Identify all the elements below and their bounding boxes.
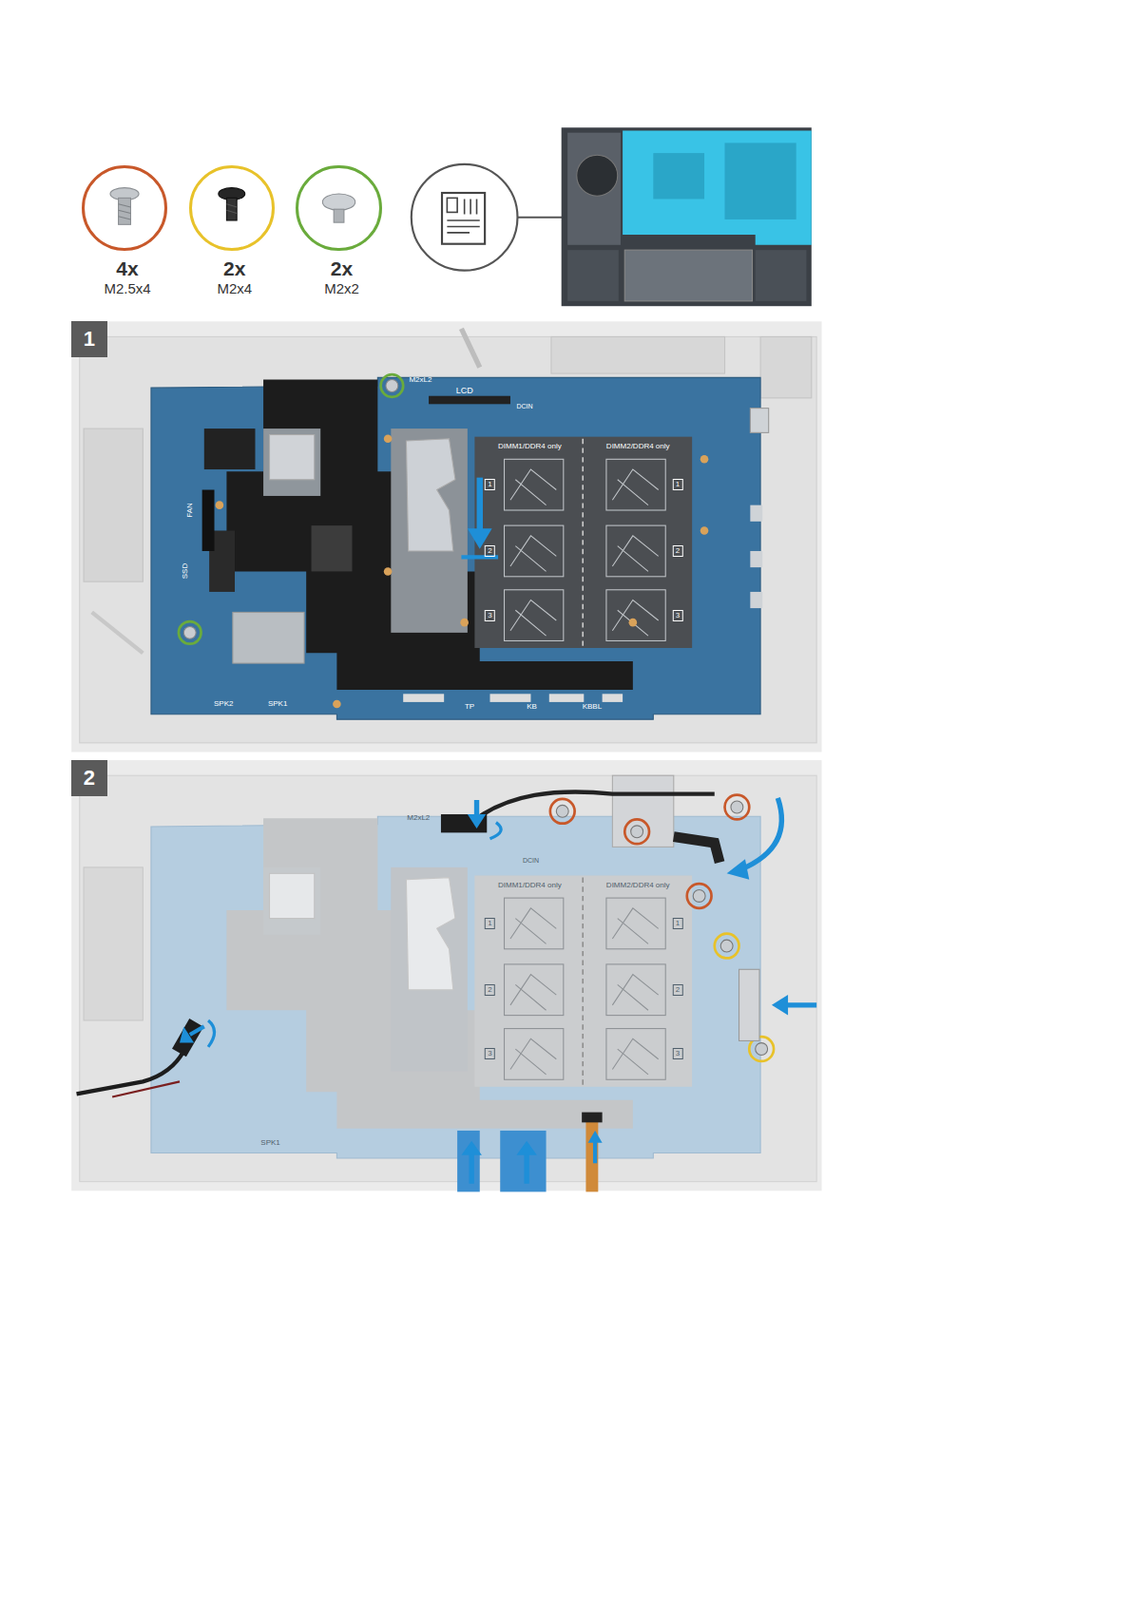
slot-number: 3 <box>672 1048 683 1060</box>
step-number-text: 1 <box>83 326 96 352</box>
silkscreen-label: SPK2 <box>213 700 233 709</box>
screw-count: 2x <box>153 257 316 281</box>
silkscreen-label: SSD <box>181 563 190 579</box>
silkscreen-label: LCD <box>456 386 474 396</box>
silkscreen-label: M2xL2 <box>406 814 430 823</box>
step-number: 2 <box>71 760 108 797</box>
silkscreen-label: SPK1 <box>268 700 288 709</box>
slot-number: 2 <box>484 984 495 997</box>
silkscreen-label: KB <box>526 703 538 711</box>
screw-legend: 4xM2.5x4 <box>81 165 168 251</box>
silkscreen-label: DCIN <box>516 402 533 410</box>
silkscreen-label: DIMM2/DDR4 only <box>606 442 671 451</box>
slot-number: 1 <box>672 479 683 491</box>
step-2-panel <box>71 760 822 1192</box>
laptop-thumbnail <box>561 127 812 307</box>
screw-count: 4x <box>46 257 209 281</box>
silkscreen-label: KBBL <box>582 703 602 711</box>
slot-number: 3 <box>484 1048 495 1060</box>
screw-flat <box>322 193 355 223</box>
silkscreen-label: DIMM1/DDR4 only <box>498 442 562 451</box>
slot-number: 1 <box>484 918 495 930</box>
slot-number: 2 <box>672 545 683 557</box>
slot-number: 3 <box>484 610 495 622</box>
silkscreen-label: DIMM2/DDR4 only <box>606 882 671 890</box>
screw-legend: 2xM2x4 <box>189 165 275 251</box>
step-1-panel <box>71 321 822 752</box>
silkscreen-label: TP <box>464 703 475 711</box>
screw-legend: 2xM2x2 <box>295 165 382 251</box>
screw-black <box>218 188 246 221</box>
step-number: 1 <box>71 321 108 358</box>
silkscreen-label: DCIN <box>522 857 539 864</box>
silkscreen-label: FAN <box>186 502 194 519</box>
screw-caption: 2xM2x4 <box>153 257 316 298</box>
silkscreen-label: SPK1 <box>260 1139 280 1148</box>
slot-number: 1 <box>484 479 495 491</box>
screw-orange <box>110 188 139 226</box>
silkscreen-label: M2xL2 <box>408 376 432 384</box>
screw-size: M2x4 <box>153 280 316 298</box>
screw-caption: 2xM2x2 <box>260 257 423 298</box>
slot-number: 2 <box>484 545 495 557</box>
screw-count: 2x <box>260 257 423 281</box>
step-number-text: 2 <box>83 766 96 791</box>
screw-size: M2x2 <box>260 280 423 298</box>
slot-number: 3 <box>672 610 683 622</box>
screw-caption: 4xM2.5x4 <box>46 257 209 298</box>
slot-number: 1 <box>672 918 683 930</box>
silkscreen-label: DIMM1/DDR4 only <box>498 882 562 890</box>
screw-size: M2.5x4 <box>46 280 209 298</box>
slot-number: 2 <box>672 984 683 997</box>
